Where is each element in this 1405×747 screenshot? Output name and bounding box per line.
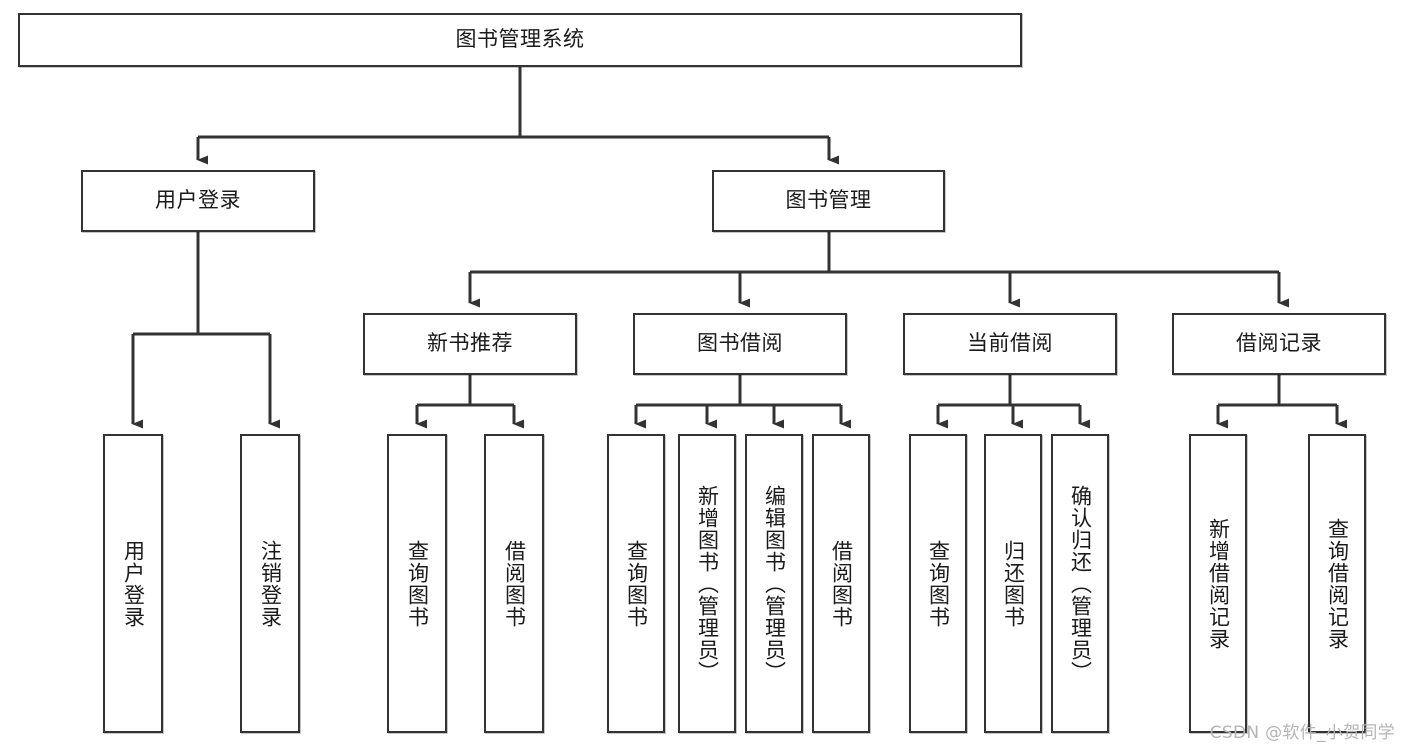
node-leaf-query-book-cur[interactable]: 查询图书 — [909, 434, 967, 733]
node-current-borrow[interactable]: 当前借阅 — [903, 313, 1117, 375]
node-leaf-borrow-book-rec[interactable]: 借阅图书 — [484, 434, 544, 733]
node-leaf-user-login[interactable]: 用户登录 — [103, 434, 163, 733]
node-current-borrow-label: 当前借阅 — [967, 331, 1053, 356]
node-leaf-borrow-book[interactable]: 借阅图书 — [812, 434, 870, 733]
node-leaf-add-record-label: 新增借阅记录 — [1206, 517, 1231, 650]
node-leaf-add-book-label: 新增图书（管理员） — [695, 484, 720, 683]
node-new-book-rec[interactable]: 新书推荐 — [363, 313, 577, 375]
node-root[interactable]: 图书管理系统 — [18, 13, 1022, 67]
node-leaf-borrow-book-rec-label: 借阅图书 — [502, 539, 527, 628]
node-book-borrow[interactable]: 图书借阅 — [633, 313, 847, 375]
node-leaf-add-book[interactable]: 新增图书（管理员） — [678, 434, 736, 733]
node-user-login[interactable]: 用户登录 — [81, 170, 315, 232]
node-book-borrow-label: 图书借阅 — [697, 331, 783, 356]
node-leaf-query-book-borrow[interactable]: 查询图书 — [607, 434, 665, 733]
node-leaf-borrow-book-label: 借阅图书 — [829, 539, 854, 628]
node-leaf-confirm-return[interactable]: 确认归还（管理员） — [1051, 434, 1109, 733]
node-leaf-confirm-return-label: 确认归还（管理员） — [1068, 484, 1093, 683]
node-leaf-query-book-rec[interactable]: 查询图书 — [387, 434, 447, 733]
node-leaf-add-record[interactable]: 新增借阅记录 — [1189, 434, 1247, 733]
node-leaf-query-book-cur-label: 查询图书 — [926, 539, 951, 628]
node-leaf-user-logout-label: 注销登录 — [258, 539, 283, 628]
csdn-watermark: CSDN @软件_小贺同学 — [1209, 723, 1395, 743]
node-leaf-query-record-label: 查询借阅记录 — [1325, 517, 1350, 650]
node-new-book-rec-label: 新书推荐 — [427, 331, 513, 356]
node-leaf-edit-book-label: 编辑图书（管理员） — [762, 484, 787, 683]
node-borrow-record[interactable]: 借阅记录 — [1172, 313, 1386, 375]
node-user-login-label: 用户登录 — [155, 188, 241, 213]
node-leaf-user-login-label: 用户登录 — [121, 539, 146, 628]
node-root-label: 图书管理系统 — [455, 27, 585, 52]
node-book-manage[interactable]: 图书管理 — [712, 170, 945, 232]
node-borrow-record-label: 借阅记录 — [1236, 331, 1322, 356]
node-leaf-edit-book[interactable]: 编辑图书（管理员） — [745, 434, 803, 733]
node-leaf-query-book-rec-label: 查询图书 — [405, 539, 430, 628]
node-leaf-query-record[interactable]: 查询借阅记录 — [1308, 434, 1366, 733]
node-book-manage-label: 图书管理 — [785, 188, 872, 213]
node-leaf-user-logout[interactable]: 注销登录 — [240, 434, 300, 733]
node-leaf-return-book[interactable]: 归还图书 — [984, 434, 1042, 733]
node-leaf-query-book-borrow-label: 查询图书 — [624, 539, 649, 628]
node-leaf-return-book-label: 归还图书 — [1001, 539, 1026, 628]
